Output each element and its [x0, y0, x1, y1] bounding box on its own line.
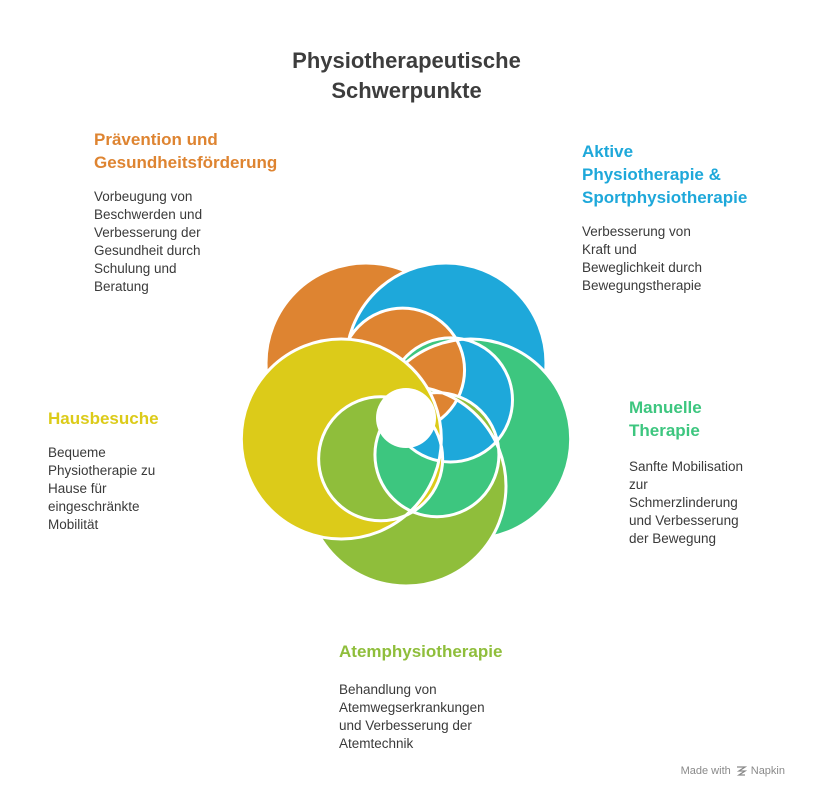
item-praevention-title: Prävention und Gesundheitsförderung: [94, 130, 278, 172]
item-aktive: Aktive Physiotherapie & Sportphysiothera…: [582, 140, 807, 295]
item-atem-description: Behandlung von Atemwegserkrankungen und …: [339, 682, 485, 751]
page-title: Physiotherapeutische Schwerpunkte: [292, 48, 521, 103]
item-haus-title: Hausbesuche: [48, 409, 159, 428]
napkin-logo-icon: [736, 766, 747, 776]
item-haus-description: Bequeme Physiotherapie zu Hause für eing…: [48, 445, 156, 532]
footer-brand: Napkin: [750, 765, 785, 777]
item-aktive-title: Aktive Physiotherapie & Sportphysiothera…: [582, 142, 748, 207]
item-atem: Atemphysiotherapie Behandlung von Atemwe…: [339, 640, 569, 753]
item-atem-title: Atemphysiotherapie: [339, 642, 503, 661]
item-manuelle-title: Manuelle Therapie: [629, 398, 702, 440]
item-manuelle-description: Sanfte Mobilisation zur Schmerzlinderung…: [629, 459, 744, 546]
center-hub: [376, 388, 436, 448]
footer-made-with: Made with: [680, 765, 731, 777]
item-manuelle: Manuelle Therapie Sanfte Mobilisation zu…: [629, 396, 809, 548]
item-praevention: Prävention und Gesundheitsförderung Vorb…: [94, 128, 324, 296]
item-praevention-description: Vorbeugung von Beschwerden und Verbesser…: [94, 189, 203, 294]
item-aktive-description: Verbesserung von Kraft und Beweglichkeit…: [582, 224, 703, 293]
footer-attribution[interactable]: Made with Napkin: [681, 765, 785, 777]
item-haus: Hausbesuche Bequeme Physiotherapie zu Ha…: [48, 407, 218, 534]
